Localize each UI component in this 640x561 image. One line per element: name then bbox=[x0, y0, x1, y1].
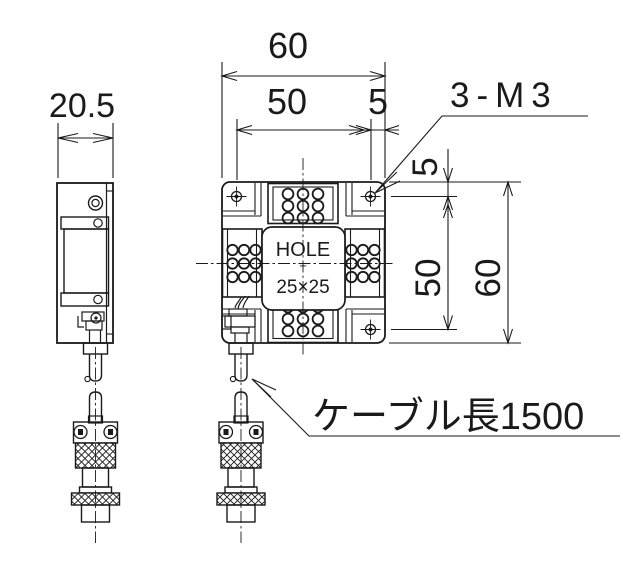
center-hole-plate: HOLE + 25×25 bbox=[261, 226, 346, 311]
front-view: HOLE + 25×25 bbox=[196, 158, 394, 544]
thread-callout-leader bbox=[374, 115, 588, 194]
dim-side-width: 20.5 bbox=[49, 87, 115, 125]
dimensions bbox=[57, 62, 521, 345]
side-view bbox=[56, 182, 121, 544]
side-view-cable-clamp bbox=[77, 311, 105, 343]
front-view-connector bbox=[216, 342, 266, 544]
terminal-block-right bbox=[344, 228, 386, 298]
dim-front-pitch: 50 bbox=[267, 81, 307, 122]
side-view-connector bbox=[70, 342, 121, 544]
cable-length-note: ケーブル長1500 bbox=[312, 396, 584, 438]
dim-front-width: 60 bbox=[268, 25, 308, 66]
dim-right-pitch: 50 bbox=[409, 259, 448, 298]
dim-front-edge: 5 bbox=[368, 81, 388, 122]
cable-note-leader bbox=[251, 378, 620, 437]
dim-right-height: 60 bbox=[469, 259, 508, 298]
screw-hole bbox=[226, 186, 247, 207]
front-view-cable-clamp bbox=[221, 295, 256, 343]
thread-callout: 3-M3 bbox=[450, 76, 558, 115]
screw-holes bbox=[226, 186, 381, 340]
terminal-block-left bbox=[221, 228, 263, 298]
screw-hole bbox=[360, 186, 381, 207]
dim-right-edge: 5 bbox=[406, 157, 445, 176]
screw-hole bbox=[360, 319, 381, 340]
